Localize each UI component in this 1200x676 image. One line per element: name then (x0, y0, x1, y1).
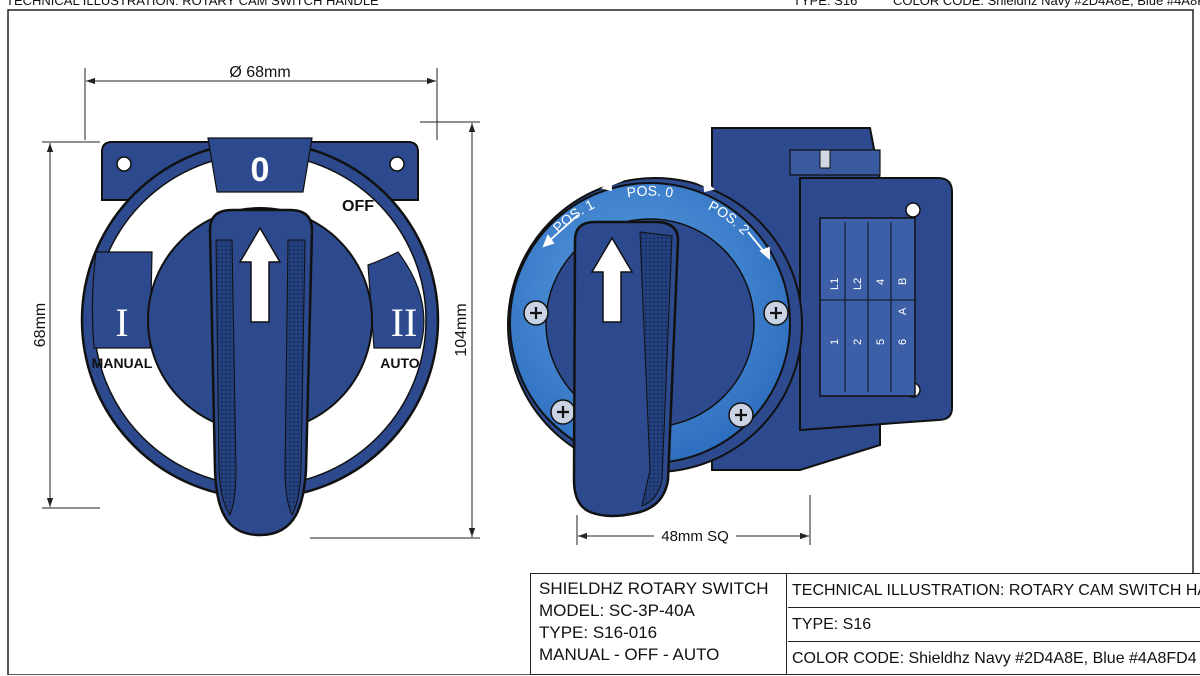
header-strip: TECHNICAL ILLUSTRATION: ROTARY CAM SWITC… (0, 0, 1200, 9)
label-auto: AUTO (380, 355, 420, 371)
terminal-l2: L2 (852, 278, 864, 290)
side-handle-grip (639, 231, 673, 507)
screw-hole-left-icon (116, 156, 132, 172)
screw-left-icon (523, 300, 549, 326)
title-block-description: TECHNICAL ILLUSTRATION: ROTARY CAM SWITC… (788, 574, 1200, 608)
header-title: TECHNICAL ILLUSTRATION: ROTARY CAM SWITC… (6, 0, 379, 8)
dim-left-height-label: 68mm (32, 303, 49, 347)
sector-auto (367, 251, 425, 349)
arrow-up-icon (238, 226, 282, 323)
label-off: OFF (342, 198, 374, 215)
sector-off (207, 137, 313, 193)
terminal-b: B (897, 278, 909, 285)
sector-manual (91, 251, 153, 349)
arrow-left-icon (547, 214, 579, 243)
drawing-border (7, 9, 1194, 675)
terminal-1: 1 (829, 339, 841, 345)
screw-hole-right-icon (389, 156, 405, 172)
terminal-a: A (897, 307, 909, 315)
header-color-code: COLOR CODE: Shieldhz Navy #2D4A8E, Blue … (893, 0, 1200, 8)
product-modes: MANUAL - OFF - AUTO (539, 645, 720, 664)
terminal-l1: L1 (829, 278, 841, 290)
product-type: TYPE: S16-016 (539, 623, 658, 642)
handle-grip-left (215, 239, 237, 517)
front-view-dimensions: Ø 68mm 68mm 104mm (32, 64, 480, 539)
ring-direction-arrows (542, 179, 770, 260)
dim-diameter-label: Ø 68mm (229, 64, 290, 81)
screw-right-icon (763, 300, 789, 326)
label-manual: MANUAL (92, 355, 153, 371)
product-model: MODEL: SC-3P-40A (539, 601, 695, 620)
pos-label-ii: II (391, 300, 418, 345)
screw-bottom-left-icon (550, 399, 576, 425)
pos-label-i: I (115, 300, 128, 345)
title-block-color-code: COLOR CODE: Shieldhz Navy #2D4A8E, Blue … (792, 650, 1197, 667)
terminal-5: 5 (875, 339, 887, 345)
header-type: TYPE: S16 (793, 0, 858, 8)
terminal-2: 2 (852, 339, 864, 345)
front-view: 0 I II OFF MANUAL AUTO (80, 137, 440, 537)
side-arrow-up-icon (590, 236, 634, 323)
dim-square-label: 48mm SQ (661, 528, 729, 545)
side-view: L1 L2 4 B 1 2 5 6 A POS. 1 POS. 0 (507, 127, 953, 518)
handle-grip-right (284, 239, 306, 517)
terminal-6: 6 (897, 339, 909, 345)
screws (523, 300, 789, 428)
title-block-product: SHIELDHZ ROTARY SWITCH MODEL: SC-3P-40A … (531, 574, 787, 674)
flange-hole-top-icon (905, 202, 921, 218)
dim-right-height-label: 104mm (453, 303, 470, 356)
title-block: SHIELDHZ ROTARY SWITCH MODEL: SC-3P-40A … (530, 573, 1200, 675)
screw-bottom-right-icon (728, 402, 754, 428)
svg-text:POS. 0: POS. 0 (626, 183, 675, 201)
product-name: SHIELDHZ ROTARY SWITCH (539, 579, 769, 598)
side-view-dimensions: 48mm SQ (576, 495, 811, 545)
title-block-type: TYPE: S16 (788, 608, 1200, 642)
pos0-label: POS. 0 (626, 183, 675, 201)
terminal-4: 4 (875, 279, 887, 285)
pos-label-0: 0 (251, 151, 270, 189)
